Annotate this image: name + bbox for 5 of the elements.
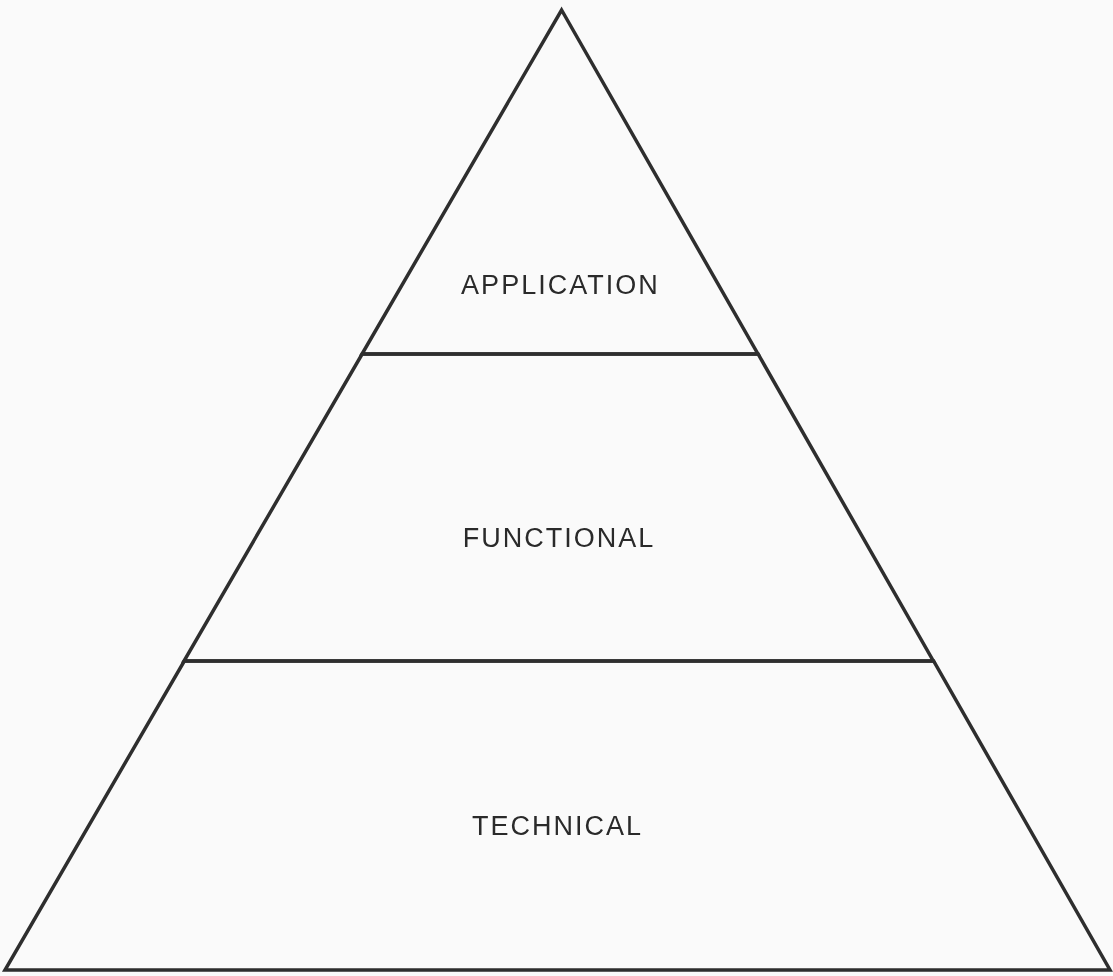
tier-label: APPLICATION [461, 269, 660, 301]
tier-label: TECHNICAL [472, 810, 643, 842]
pyramid-tier [5, 661, 1110, 970]
pyramid-tier [184, 354, 934, 661]
tier-label: FUNCTIONAL [462, 522, 656, 554]
